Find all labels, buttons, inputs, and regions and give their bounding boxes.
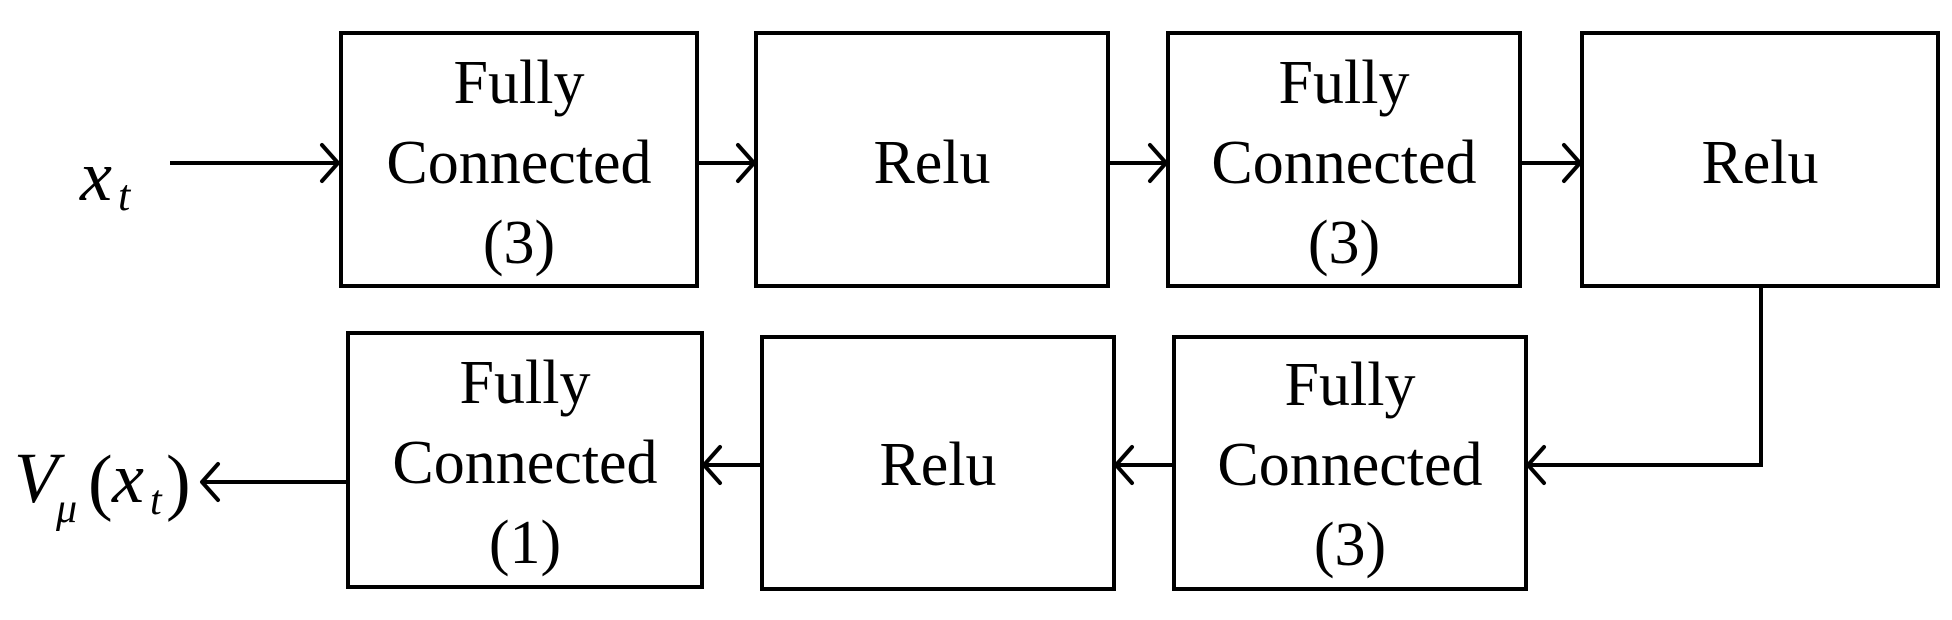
node-box [1172, 335, 1528, 591]
output-variable: V [14, 438, 65, 518]
node-label-line: Connected [386, 129, 651, 197]
node-label-line: Fully [1279, 49, 1410, 117]
input-label: x t [79, 136, 132, 220]
node-box [1166, 31, 1522, 288]
node-box [346, 331, 704, 589]
node-label-line: Connected [392, 429, 657, 497]
node-label-line: (3) [1308, 209, 1380, 277]
node-label-line: Connected [1211, 129, 1476, 197]
arrowhead-output [200, 462, 220, 502]
edge-relu2-fc3 [1528, 288, 1763, 467]
nodes: Fully Connected (3) Relu Fully Connected… [339, 31, 1940, 591]
node-label-line: Fully [1285, 351, 1416, 419]
node-label-line: Connected [1217, 431, 1482, 499]
arrowhead-fc1 [320, 143, 340, 183]
node-box [1580, 31, 1940, 288]
output-label: V μ ( x t ) [14, 438, 191, 532]
output-open-paren: ( [88, 441, 113, 523]
node-label-line: Fully [454, 49, 585, 117]
output-argument: x [111, 438, 144, 518]
node-label-line: (3) [1314, 511, 1386, 579]
input-subscript: t [118, 171, 132, 220]
node-fully-connected-4: Fully Connected (1) [346, 331, 704, 589]
node-label-line: (3) [483, 209, 555, 277]
node-label-line: Relu [1701, 129, 1818, 197]
node-box [754, 31, 1110, 288]
node-box [760, 335, 1116, 591]
node-relu-3: Relu [760, 335, 1116, 591]
input-variable: x [79, 136, 112, 216]
node-label-line: (1) [489, 509, 561, 577]
node-relu-1: Relu [754, 31, 1110, 288]
node-relu-2: Relu [1580, 31, 1940, 288]
node-label-line: Relu [873, 129, 990, 197]
node-box [339, 31, 699, 288]
node-label-line: Fully [460, 349, 591, 417]
output-close-paren: ) [166, 441, 191, 523]
output-subscript: μ [55, 486, 77, 532]
node-fully-connected-1: Fully Connected (3) [339, 31, 699, 288]
node-fully-connected-3: Fully Connected (3) [1172, 335, 1528, 591]
output-argument-subscript: t [150, 478, 163, 524]
node-label-line: Relu [879, 431, 996, 499]
node-fully-connected-2: Fully Connected (3) [1166, 31, 1522, 288]
